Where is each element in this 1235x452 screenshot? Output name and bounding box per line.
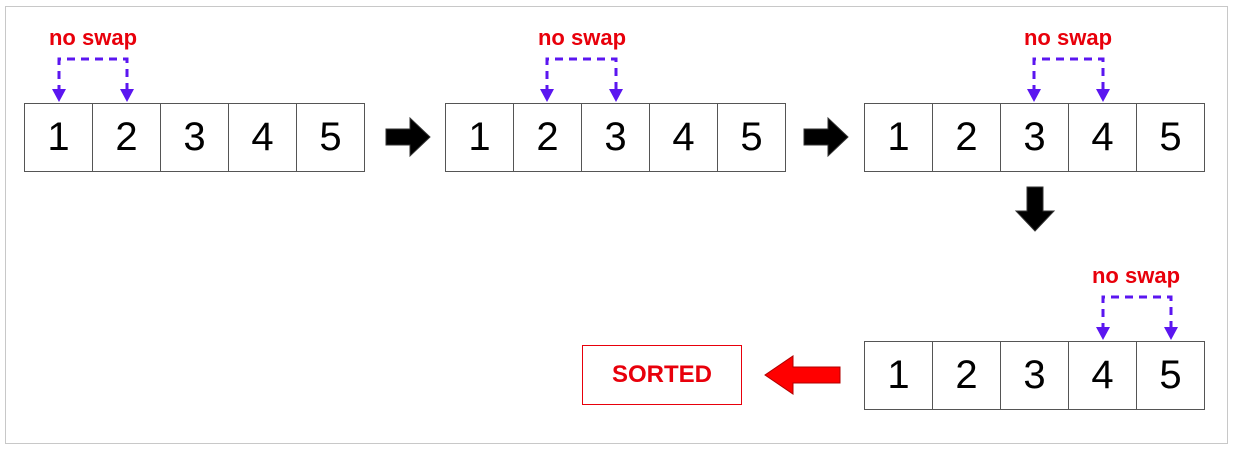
- array-cell: 3: [581, 103, 650, 172]
- array-cell: 2: [513, 103, 582, 172]
- array-cell: 5: [717, 103, 786, 172]
- array-cell: 1: [864, 103, 933, 172]
- down-arrow-icon: [1014, 186, 1056, 232]
- array-step-4: 1 2 3 4 5: [864, 341, 1205, 410]
- array-cell: 4: [1068, 103, 1137, 172]
- array-cell: 4: [649, 103, 718, 172]
- array-cell: 1: [445, 103, 514, 172]
- array-step-3: 1 2 3 4 5: [864, 103, 1205, 172]
- array-step-1: 1 2 3 4 5: [24, 103, 365, 172]
- array-step-2: 1 2 3 4 5: [445, 103, 786, 172]
- array-cell: 2: [92, 103, 161, 172]
- array-cell: 5: [1136, 103, 1205, 172]
- right-arrow-icon: [803, 116, 849, 158]
- array-cell: 3: [1000, 103, 1069, 172]
- array-cell: 4: [228, 103, 297, 172]
- array-cell: 3: [160, 103, 229, 172]
- array-cell: 5: [1136, 341, 1205, 410]
- sorted-label: SORTED: [611, 361, 712, 388]
- sorted-result-box: SORTED: [582, 345, 742, 405]
- array-cell: 2: [932, 341, 1001, 410]
- left-arrow-icon: [764, 355, 841, 395]
- array-cell: 1: [864, 341, 933, 410]
- right-arrow-icon: [385, 116, 431, 158]
- compare-label-step-2: no swap: [537, 25, 627, 50]
- array-cell: 5: [296, 103, 365, 172]
- compare-label-step-1: no swap: [48, 25, 138, 50]
- compare-label-step-3: no swap: [1023, 25, 1113, 50]
- array-cell: 3: [1000, 341, 1069, 410]
- array-cell: 4: [1068, 341, 1137, 410]
- compare-label-step-4: no swap: [1091, 263, 1181, 288]
